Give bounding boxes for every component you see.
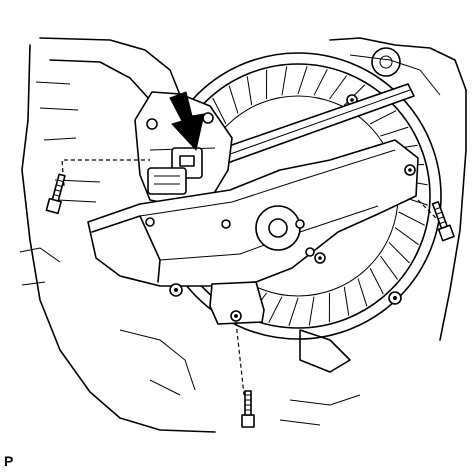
fan-blade	[394, 227, 419, 246]
rim-screws	[314, 94, 402, 305]
fan-blade	[343, 286, 350, 316]
fan-blade	[268, 296, 283, 323]
fan-blade	[297, 66, 308, 95]
motor-housing	[87, 139, 419, 297]
fan-blade	[308, 296, 315, 326]
fan-blade	[329, 75, 348, 100]
fan-blade	[288, 297, 299, 326]
housing-frame	[19, 37, 467, 433]
fan-blade	[380, 126, 409, 137]
fan-blade	[246, 76, 253, 106]
fan-blade	[388, 241, 410, 264]
figure-corner-label: P	[4, 453, 14, 469]
down-arrow-icon	[169, 91, 205, 152]
lower-mount-tab	[209, 281, 265, 325]
electrical-connector	[147, 147, 203, 195]
fan-blade	[228, 85, 239, 114]
bolt-icon	[431, 201, 455, 242]
fan-blade	[369, 267, 384, 295]
fan-blade	[281, 66, 288, 96]
fan-blade	[212, 97, 227, 125]
fan-blade	[313, 69, 328, 96]
fan-blade	[380, 255, 399, 280]
bolt-icon	[45, 173, 66, 215]
bolt-icon	[241, 390, 255, 428]
fan-blade	[398, 211, 425, 226]
fan-blade	[369, 110, 397, 125]
fan-blade	[357, 278, 368, 307]
